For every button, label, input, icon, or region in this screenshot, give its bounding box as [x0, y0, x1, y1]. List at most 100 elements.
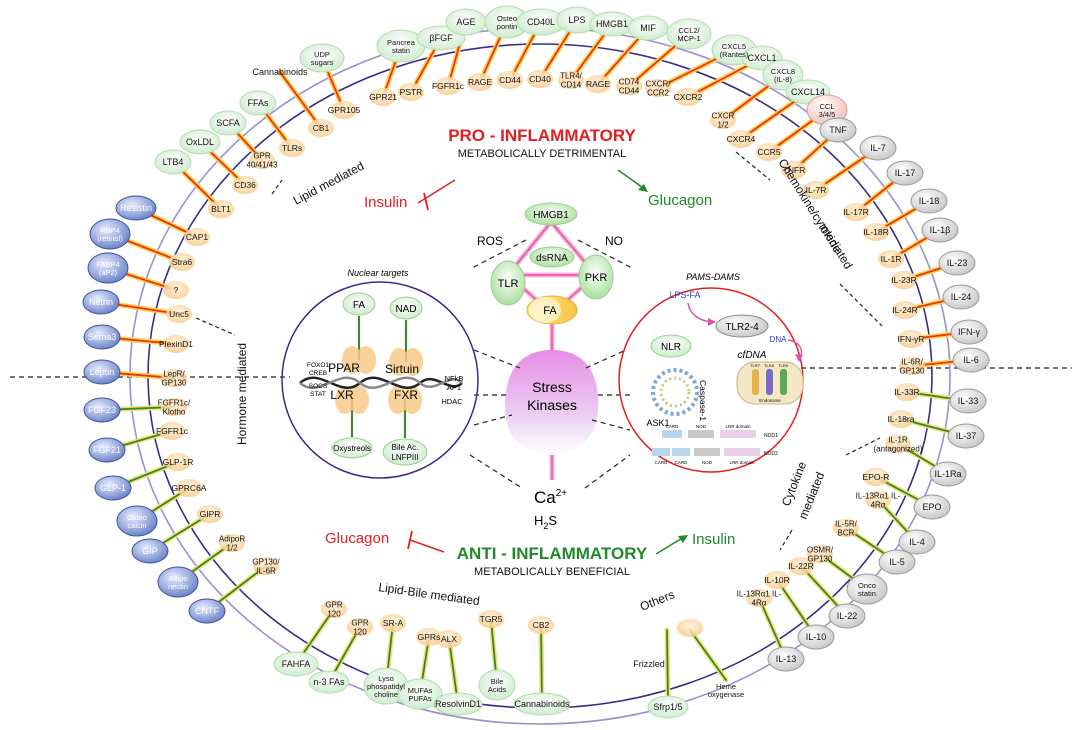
ligand-il18: IL-18 [919, 196, 940, 206]
pams-title: PAMS-DAMS [686, 272, 740, 282]
ligand-labels: CannabinoidsUDPsugarsPancreastatinβFGFAG… [88, 14, 981, 712]
pams-dna: DNA [770, 335, 788, 344]
receptor-cb2: CB2 [533, 620, 550, 630]
receptor-plexind1: PlexinD1 [159, 339, 193, 349]
receptor-unc5: Unc5 [169, 309, 189, 319]
receptor-lepra: LepR/ [163, 370, 185, 379]
ligand-pufas: PUFAs [408, 694, 432, 703]
receptor-blob [347, 618, 373, 636]
receptor-gp130b: IL-6R [256, 567, 276, 576]
receptor-blob [380, 614, 406, 632]
receptor-epor: EPO-R [863, 472, 890, 482]
ligand-il10: IL-10 [806, 632, 827, 642]
receptor-osmra: OSMR/ [807, 546, 834, 555]
receptor-il13r2b: 4Rα [752, 599, 767, 608]
receptor-blob [208, 200, 234, 218]
receptor-gp130a: GP130/ [252, 558, 280, 567]
receptor-il7r: IL-7R [806, 185, 827, 195]
ligand-ltb4: LTB4 [163, 157, 184, 167]
ligand-cxcl1: CXCL1 [747, 53, 776, 63]
nuclear-oxysterols: Oxystreols [333, 444, 371, 453]
receptor-blob [863, 223, 889, 241]
ligand-adiponectin1: Adipo [168, 574, 187, 583]
ligand-oval [513, 692, 571, 716]
receptor-gipr: GIPR [200, 509, 221, 519]
ligand-oval [767, 646, 805, 672]
receptor-gpr105: GPR105 [328, 105, 361, 115]
ligand-gip: GIP [142, 546, 158, 556]
tlr-node [490, 260, 526, 306]
receptor-ccr5: CCR5 [757, 147, 780, 157]
ligand-oval [952, 347, 990, 373]
receptor-blob [892, 301, 918, 319]
receptor-blob [161, 369, 187, 387]
glucagon-inhibit-bar [407, 530, 413, 550]
receptor-leprb: GP130 [162, 379, 187, 388]
receptor-blob [436, 630, 462, 648]
ligand-oval [273, 651, 319, 677]
receptor-il6rb: GP130 [900, 367, 925, 376]
receptor-blob [184, 228, 210, 246]
receptor-gprs: GPRs [418, 632, 441, 642]
receptor-osmrb: GP130 [808, 555, 833, 564]
receptor-il13ra: IL-13Rα1 IL- [856, 492, 901, 501]
ligand-oncostatin1: Onco [858, 581, 876, 590]
receptor-il23r: IL-23R [891, 275, 917, 285]
nuclear-foxo1: FOXO1 [307, 362, 329, 369]
ligand-oncostatin2: statin [858, 589, 876, 598]
receptor-blob [803, 181, 829, 199]
pro-inflammatory-sub: METABOLICALLY DETRIMENTAL [458, 148, 627, 160]
receptor-q: ? [174, 285, 179, 295]
ligand-sema3: Sema3 [88, 332, 117, 342]
receptor-blob [398, 83, 424, 101]
receptor-blob [878, 250, 904, 268]
receptor-gpr120a: GPR [325, 601, 343, 610]
pro-inflammatory-title: PRO - INFLAMMATORY [448, 126, 636, 145]
calcium-label: Ca2+ [534, 488, 567, 507]
receptor-ifngr: IFN-γR [898, 334, 925, 344]
receptor-adiporb: 1/2 [226, 544, 238, 553]
receptor-blob [370, 88, 396, 106]
insulin-inhibit-line [417, 179, 456, 204]
pams-tlr-c: TLR9 [778, 363, 789, 368]
receptor-cap1: CAP1 [186, 232, 208, 242]
ligand-resistin: Resistin [120, 203, 152, 213]
receptor-cb1: CB1 [313, 123, 330, 133]
ligand-il33: IL-33 [958, 396, 979, 406]
receptor-blob [232, 176, 258, 194]
ligand-oval [762, 59, 804, 91]
ligand-cxcl8a: CXCL8 [771, 67, 795, 76]
ros-label: ROS [477, 234, 503, 248]
receptor-blob [528, 616, 554, 634]
ligand-fgf23: FGF23 [88, 405, 116, 415]
ligand-oval [921, 217, 959, 243]
receptor-blob [891, 271, 917, 289]
ligand-oval [929, 461, 967, 487]
receptor-il13rb: 4Rα [871, 501, 886, 510]
anti-inflammatory-title: ANTI - INFLAMMATORY [457, 544, 648, 563]
label-others: Others [638, 587, 677, 613]
receptor-blob [321, 600, 347, 618]
stress-kinases-node [504, 350, 599, 455]
receptor-blob [197, 505, 223, 523]
ligand-oval [627, 15, 669, 41]
receptor-blob [497, 71, 523, 89]
ligand-cxcl8b: (IL-8) [774, 75, 792, 84]
ligand-leptin: Leptin [90, 367, 115, 377]
ligand-il13: IL-13 [776, 654, 797, 664]
ligand-ifng: IFN-γ [958, 327, 980, 337]
ligand-pancreastatin1: Pancrea [387, 38, 416, 47]
ligand-oval [209, 110, 247, 136]
pams-card2: CARD [655, 460, 669, 465]
ligand-heme1: Heme [716, 682, 736, 691]
receptor-blob [249, 151, 275, 169]
receptor-cxcr12b: 1/2 [717, 121, 729, 130]
ligand-il24: IL-24 [951, 292, 972, 302]
receptor-blob [710, 111, 736, 129]
tlr-label: TLR [498, 278, 519, 290]
ligand-oval [115, 195, 157, 221]
pams-card3: CARD [675, 460, 689, 465]
ligand-bileacids2: Acids [488, 685, 507, 694]
receptor-blob [166, 305, 192, 323]
receptor-tlr4a: TLR4/ [560, 72, 583, 81]
